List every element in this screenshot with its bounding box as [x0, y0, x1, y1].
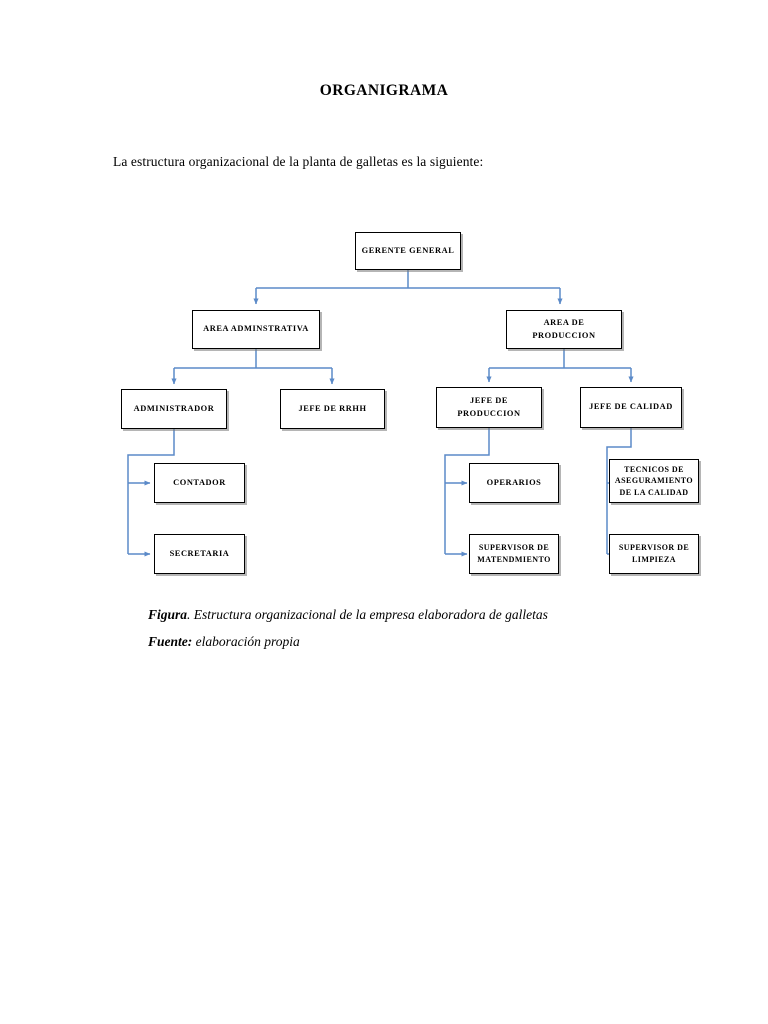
node-label-line2: LIMPIEZA	[631, 555, 677, 564]
node-label-line1: TECNICOS DE	[624, 464, 684, 474]
node-label: OPERARIOS	[486, 477, 542, 487]
figure-caption-label: Figura	[148, 607, 188, 622]
figure-caption: Figura. Estructura organizacional de la …	[148, 607, 548, 623]
node-jefe-calidad[interactable]: JEFE DE CALIDAD	[580, 387, 682, 428]
node-label-line3: DE LA CALIDAD	[619, 487, 689, 497]
node-label: TECNICOS DE ASEGURAMIENTO DE LA CALIDAD	[615, 464, 693, 499]
source-caption-text: elaboración propia	[192, 634, 300, 649]
figure-caption-text: . Estructura organizacional de la empres…	[187, 607, 548, 622]
node-label: JEFE DE RRHH	[298, 403, 367, 413]
node-area-administrativa[interactable]: AREA ADMINSTRATIVA	[192, 310, 320, 349]
node-contador[interactable]: CONTADOR	[154, 463, 245, 503]
source-caption-label: Fuente:	[148, 634, 193, 649]
node-operarios[interactable]: OPERARIOS	[469, 463, 559, 503]
node-label: JEFE DE CALIDAD	[589, 402, 673, 412]
node-label: SUPERVISOR DE LIMPIEZA	[619, 542, 689, 565]
node-label-line1: SUPERVISOR DE	[478, 543, 550, 553]
node-jefe-rrhh[interactable]: JEFE DE RRHH	[280, 389, 385, 429]
node-jefe-produccion[interactable]: JEFE DE PRODUCCION	[436, 387, 542, 428]
node-label-line2: MATENDMIENTO	[477, 555, 551, 564]
node-area-produccion[interactable]: AREA DE PRODUCCION	[506, 310, 622, 349]
node-supervisor-limpieza[interactable]: SUPERVISOR DE LIMPIEZA	[609, 534, 699, 574]
page-title: ORGANIGRAMA	[319, 82, 449, 99]
node-label: AREA ADMINSTRATIVA	[203, 324, 309, 334]
node-secretaria[interactable]: SECRETARIA	[154, 534, 245, 574]
source-caption: Fuente: elaboración propia	[148, 634, 300, 650]
node-label-line2: ASEGURAMIENTO	[614, 476, 694, 486]
node-administrador[interactable]: ADMINISTRADOR	[121, 389, 227, 429]
node-label: AREA DE PRODUCCION	[532, 318, 596, 340]
node-label: ADMINISTRADOR	[133, 403, 215, 413]
node-label: JEFE DE PRODUCCION	[457, 396, 521, 418]
intro-paragraph: La estructura organizacional de la plant…	[113, 154, 484, 169]
node-label: CONTADOR	[173, 477, 226, 487]
node-supervisor-mantenimiento[interactable]: SUPERVISOR DE MATENDMIENTO	[469, 534, 559, 574]
node-tecnicos-aseguramiento-calidad[interactable]: TECNICOS DE ASEGURAMIENTO DE LA CALIDAD	[609, 459, 699, 503]
node-label: GERENTE GENERAL	[361, 245, 455, 255]
node-label-line1: SUPERVISOR DE	[618, 543, 690, 553]
node-label: SECRETARIA	[169, 548, 230, 558]
node-gerente-general[interactable]: GERENTE GENERAL	[355, 232, 461, 270]
node-label: SUPERVISOR DE MATENDMIENTO	[477, 542, 551, 565]
